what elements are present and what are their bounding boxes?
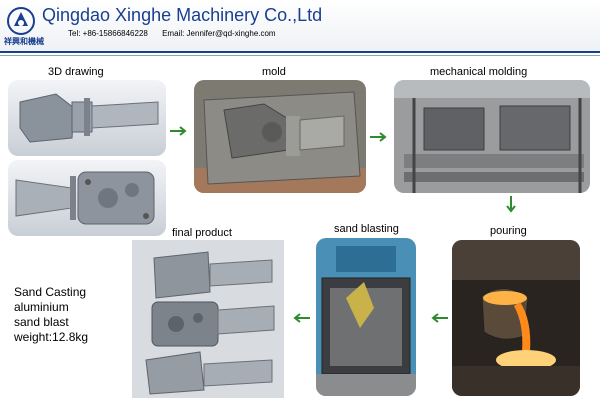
- step-label-final-product: final product: [172, 227, 232, 239]
- description-finish: sand blast: [14, 315, 69, 329]
- final-product-photo: [132, 240, 284, 398]
- pouring-photo: [452, 240, 580, 396]
- step-label-sand-blasting: sand blasting: [334, 223, 399, 235]
- step-label-3d-drawing: 3D drawing: [48, 66, 104, 78]
- description-process: Sand Casting: [14, 285, 87, 299]
- company-logo: [7, 7, 35, 35]
- arrow-right-icon: [170, 126, 187, 136]
- contact-line: Tel: +86-15866846228 Email: Jennifer@qd-…: [68, 29, 288, 38]
- arrow-down-icon: [506, 196, 516, 213]
- arrow-right-icon: [370, 132, 387, 142]
- step-label-mold: mold: [262, 66, 286, 78]
- mold-photo: [194, 80, 366, 193]
- header-divider-thin: [0, 55, 600, 56]
- description-weight: weight:12.8kg: [14, 330, 89, 344]
- arrow-left-icon: [293, 313, 310, 323]
- company-name: Qingdao Xinghe Machinery Co.,Ltd: [42, 5, 323, 25]
- product-description: Sand Casting aluminium sand blast weight…: [14, 285, 88, 345]
- description-material: aluminium: [14, 300, 69, 314]
- 3d-drawing-image-bottom: [8, 160, 166, 236]
- arrow-left-icon: [431, 313, 448, 323]
- step-label-pouring: pouring: [490, 225, 527, 237]
- sand-blasting-photo: [316, 238, 416, 396]
- 3d-drawing-image-top: [8, 80, 166, 156]
- email-address: Email: Jennifer@qd-xinghe.com: [162, 29, 276, 38]
- logo-text: 祥興和機械: [4, 37, 44, 46]
- phone-number: Tel: +86-15866846228: [68, 29, 148, 38]
- header-divider: [0, 51, 600, 53]
- mechanical-molding-photo: [394, 80, 590, 193]
- header-banner: 祥興和機械 Qingdao Xinghe Machinery Co.,Ltd T…: [0, 0, 600, 56]
- step-label-mechanical-molding: mechanical molding: [430, 66, 528, 78]
